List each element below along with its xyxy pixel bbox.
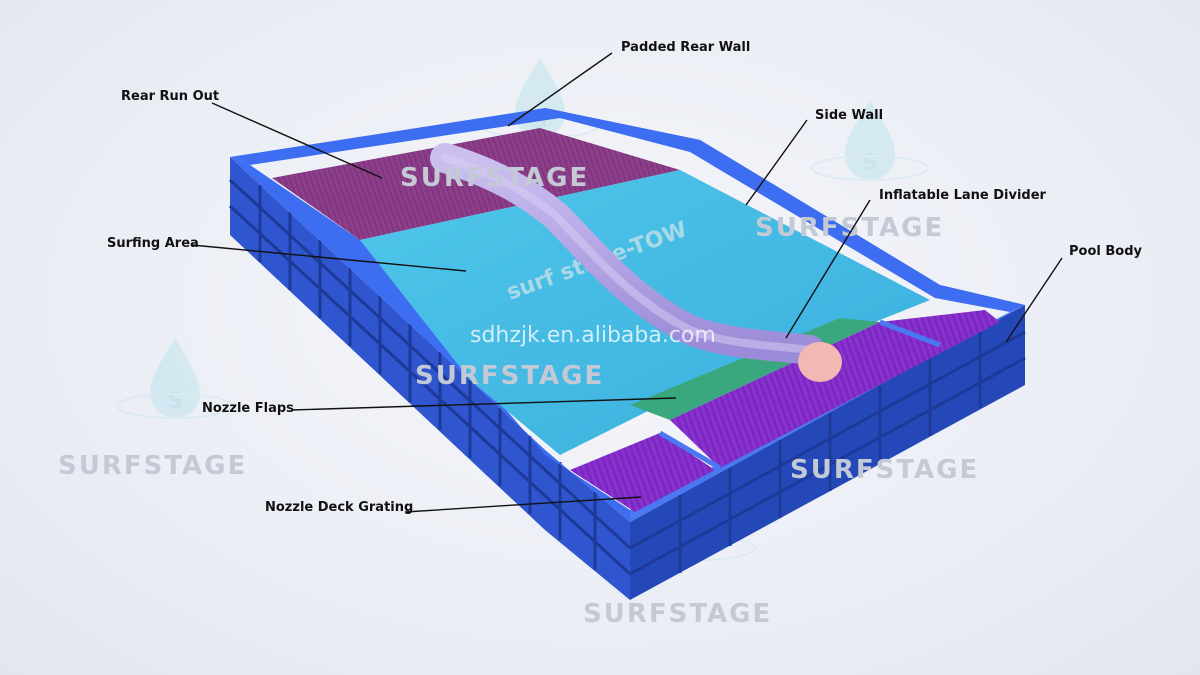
watermark-text: SURFSTAGE: [58, 451, 247, 481]
watermark-text: SURFSTAGE: [755, 213, 944, 243]
label-inflatable-lane-divider: Inflatable Lane Divider: [879, 188, 1046, 203]
watermark-website: sdhzjk.en.alibaba.com: [470, 323, 716, 348]
watermark-text: SURFSTAGE: [400, 163, 589, 193]
watermark-text: SURFSTAGE: [415, 361, 604, 391]
watermark-text-group: SURFSTAGE SURFSTAGE SURFSTAGE SURFSTAGE …: [58, 163, 979, 629]
label-surfing-area: Surfing Area: [107, 236, 199, 251]
nozzle-deck-grating: [670, 310, 1000, 468]
label-padded-rear-wall: Padded Rear Wall: [621, 40, 751, 55]
leader-surfing-area: [191, 244, 467, 272]
lane-divider-tip: [798, 342, 842, 382]
label-rear-run-out: Rear Run Out: [121, 89, 220, 104]
watermark-drop-icon: S: [811, 100, 929, 181]
inflatable-lane-divider: [430, 143, 842, 382]
leader-rear-run-out: [211, 102, 383, 179]
leader-pool-body: [1005, 257, 1063, 343]
leader-inflatable-lane-divider: [785, 199, 871, 339]
leader-nozzle-flaps: [291, 397, 677, 411]
label-nozzle-deck-grating: Nozzle Deck Grating: [265, 500, 414, 515]
pool-body: [228, 108, 1026, 600]
label-nozzle-flaps: Nozzle Flaps: [202, 401, 294, 416]
label-side-wall: Side Wall: [815, 108, 884, 123]
leader-side-wall: [745, 119, 808, 206]
watermark-letter: S: [862, 151, 878, 176]
nozzle-deck-grating-front: [570, 433, 715, 512]
leader-padded-rear-wall: [507, 52, 613, 127]
watermark-text: SURFSTAGE: [583, 599, 772, 629]
leader-lines: [191, 52, 1063, 513]
watermark-text: SURFSTAGE: [790, 455, 979, 485]
leader-nozzle-deck-grating: [404, 496, 642, 513]
pool-body-frame: [228, 178, 1026, 576]
watermark-drop-icon: S: [116, 338, 234, 419]
label-pool-body: Pool Body: [1069, 244, 1142, 259]
watermark-letter: S: [167, 389, 183, 414]
